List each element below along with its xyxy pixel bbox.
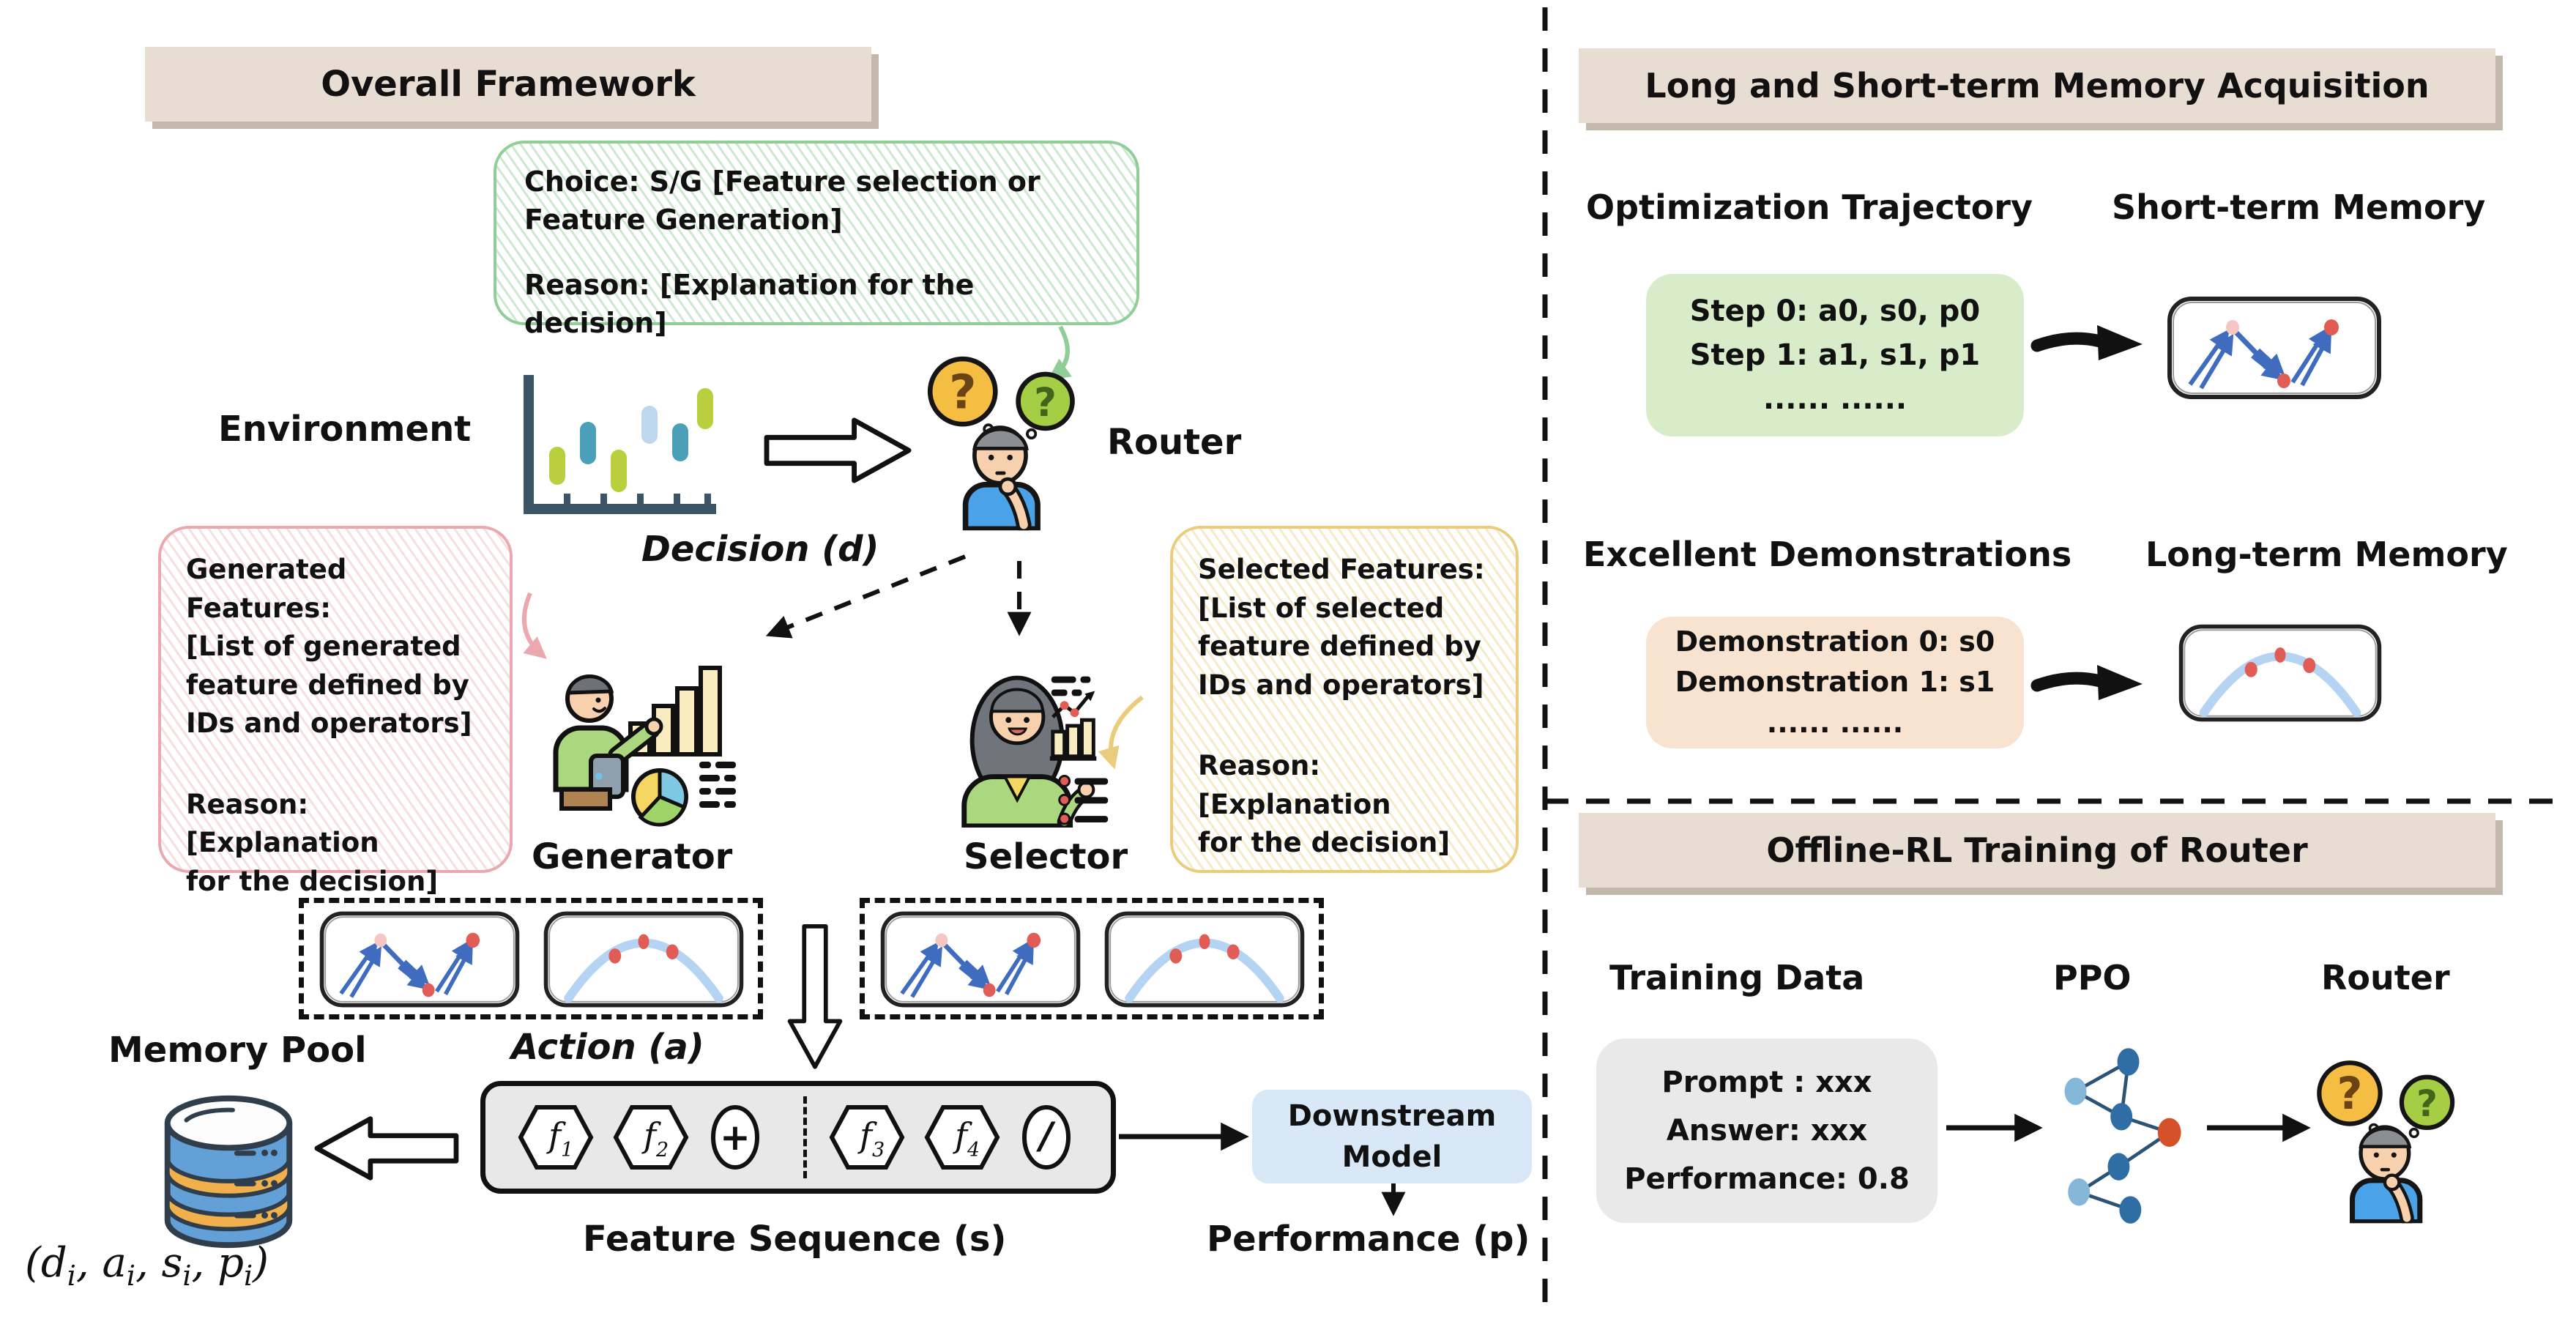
memory-pool-database-icon [154, 1088, 303, 1255]
feature-token-f4: f4 [924, 1105, 1000, 1170]
trained-router-icon [2309, 1050, 2459, 1227]
step-line: ...... ...... [1762, 382, 1907, 416]
short-term-memory-label: Short-term Memory [2112, 187, 2486, 227]
choice-line: Choice: S/G [Feature selection or [524, 166, 1041, 198]
training-data-box: Prompt : xxx Answer: xxx Performance: 0.… [1596, 1038, 1937, 1223]
feature-token-f3: f3 [829, 1105, 905, 1170]
memory-acquisition-title: Long and Short-term Memory Acquisition [1579, 48, 2495, 123]
step-line: Step 0: a0, s0, p0 [1689, 294, 1981, 328]
environment-label: Environment [218, 409, 472, 450]
decision-dashed-arrows [765, 554, 1032, 639]
arc-sketch [1095, 908, 1314, 1011]
training-data-line: Prompt : xxx [1661, 1066, 1872, 1099]
vector-arrows-sketch [871, 908, 1090, 1011]
sequence-to-memory-arrow [308, 1113, 463, 1183]
vector-arrows-sketch [310, 908, 529, 1011]
selector-action-frame [860, 898, 1324, 1019]
memory-tuple-label: (di, ai, si, pi) [25, 1239, 269, 1293]
feature-token-f2: f2 [613, 1105, 689, 1170]
selected-line: IDs and operators] [1198, 669, 1484, 701]
training-data-label: Training Data [1609, 958, 1865, 997]
action-label: Action (a) [511, 1027, 704, 1068]
training-data-line: Answer: xxx [1666, 1114, 1868, 1148]
generated-line: [List of generated [186, 631, 461, 663]
svg-text:+: + [720, 1116, 751, 1159]
demonstration-line: Demonstration 0: s0 [1675, 625, 1995, 658]
steps-to-short-term-arrow [2030, 315, 2148, 371]
optimization-trajectory-label: Optimization Trajectory [1586, 187, 2033, 227]
environment-to-router-arrow [762, 415, 917, 486]
feature-sequence-box: f1 f2 + f3 f4 / [480, 1081, 1116, 1194]
decision-label: Decision (d) [641, 529, 879, 570]
ppo-network-icon [2047, 1040, 2200, 1232]
generated-reason: for the decision] [186, 865, 439, 897]
offline-rl-title-text: Offline-RL Training of Router [1766, 830, 2308, 870]
generated-line: IDs and operators] [186, 707, 472, 740]
generated-line: Generated Features: [186, 554, 347, 624]
feature-token-f1: f1 [518, 1105, 594, 1170]
selector-icon [942, 639, 1125, 828]
overall-framework-title: Overall Framework [145, 47, 871, 122]
router-icon [920, 346, 1079, 535]
operator-token-divide: / [1022, 1105, 1071, 1170]
step-line: Step 1: a1, s1, p1 [1689, 338, 1981, 372]
selected-line: Selected Features: [1198, 554, 1485, 585]
environment-chart-icon [508, 365, 728, 527]
generated-line: feature defined by [186, 669, 469, 701]
demonstrations-box: Demonstration 0: s0 Demonstration 1: s1 … [1646, 617, 2024, 748]
plain-arrows [1119, 1113, 2311, 1216]
selected-line: feature defined by [1198, 631, 1481, 663]
downstream-line: Downstream [1287, 1099, 1497, 1133]
selected-line: [List of selected [1198, 592, 1445, 624]
training-data-line: Performance: 0.8 [1624, 1162, 1910, 1196]
svg-text:/: / [1036, 1115, 1056, 1157]
long-term-memory-label: Long-term Memory [2145, 535, 2508, 574]
bubble-pointer-arrows [522, 325, 1144, 770]
downstream-line: Model [1341, 1140, 1443, 1174]
downstream-model-box: Downstream Model [1252, 1090, 1532, 1183]
training-router-label: Router [2321, 958, 2450, 997]
choice-reason: Reason: [Explanation for the decision] [524, 268, 975, 340]
selector-label: Selector [964, 836, 1128, 877]
generator-label: Generator [532, 836, 733, 877]
selected-reason: Reason: [Explanation [1198, 750, 1391, 820]
excellent-demonstrations-label: Excellent Demonstrations [1583, 535, 2072, 574]
selected-reason: for the decision] [1198, 827, 1451, 859]
long-term-memory-sketch [2170, 621, 2390, 725]
demos-to-long-term-arrow [2030, 655, 2148, 710]
optimization-steps-box: Step 0: a0, s0, p0 Step 1: a1, s1, p1 ..… [1646, 274, 2024, 436]
memory-acquisition-title-text: Long and Short-term Memory Acquisition [1645, 66, 2430, 105]
arc-sketch [535, 908, 753, 1011]
feature-sequence-label: Feature Sequence (s) [583, 1219, 1007, 1260]
router-choice-bubble: Choice: S/G [Feature selection or Featur… [494, 141, 1139, 339]
ppo-label: PPO [2053, 958, 2132, 997]
router-label: Router [1107, 422, 1242, 463]
offline-rl-title: Offline-RL Training of Router [1579, 813, 2495, 888]
generator-icon [543, 646, 742, 829]
sequence-divider [803, 1096, 807, 1178]
overall-framework-title-text: Overall Framework [321, 64, 696, 105]
demonstration-line: ...... ...... [1766, 706, 1904, 739]
generated-reason: Reason: [Explanation [186, 788, 379, 859]
choice-line: Feature Generation] [524, 204, 843, 237]
selected-features-bubble: Selected Features: [List of selected fea… [1170, 526, 1519, 873]
performance-label: Performance (p) [1207, 1219, 1530, 1260]
action-down-arrow [785, 907, 845, 1088]
operator-token-plus: + [711, 1105, 759, 1170]
generated-features-bubble: Generated Features: [List of generated f… [158, 526, 513, 897]
generator-action-frame [299, 898, 763, 1019]
short-term-memory-sketch [2164, 293, 2384, 403]
memory-pool-label: Memory Pool [108, 1030, 367, 1071]
demonstration-line: Demonstration 1: s1 [1675, 666, 1995, 699]
